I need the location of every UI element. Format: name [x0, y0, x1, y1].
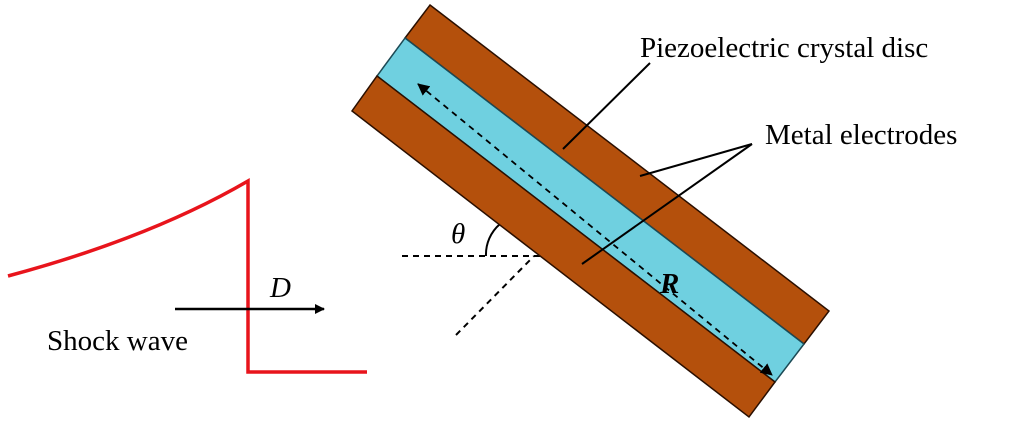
normal-reference-line [455, 255, 535, 336]
velocity-label: D [269, 272, 291, 304]
shock-wave-curve [7, 177, 367, 374]
gauge-assembly [350, 3, 831, 419]
crystal-leader-line [562, 62, 651, 150]
angle-arc [484, 223, 501, 257]
shock-wave-label: Shock wave [47, 325, 188, 357]
radius-label: R [659, 268, 679, 300]
electrode-leader-line-top [639, 143, 753, 177]
electrodes-label: Metal electrodes [765, 119, 957, 151]
electrode-leader-line-bottom [581, 143, 753, 265]
theta-label: θ [451, 218, 465, 250]
crystal-label: Piezoelectric crystal disc [640, 32, 928, 64]
shock-wave-profile [7, 177, 367, 374]
piezoelectric-crystal-disc [375, 36, 806, 384]
